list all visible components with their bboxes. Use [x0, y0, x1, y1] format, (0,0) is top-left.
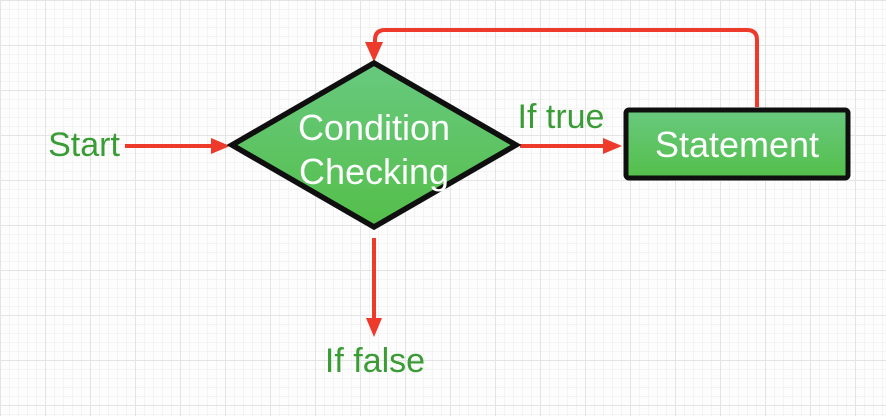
loop-back-arrowhead-icon — [365, 42, 383, 62]
condition-diamond — [226, 59, 522, 231]
condition-label-line1: Condition — [298, 107, 450, 148]
true-branch-arrowhead-icon — [603, 138, 622, 154]
statement-box — [623, 107, 851, 181]
start-arrowhead-icon — [211, 138, 230, 154]
if-false-label: If false — [325, 342, 425, 380]
loop-back-arrow — [373, 28, 759, 107]
condition-label-line2: Checking — [299, 151, 449, 192]
start-label: Start — [48, 126, 120, 164]
false-branch-arrowhead-icon — [366, 318, 382, 337]
statement-label: Statement — [655, 124, 819, 165]
if-true-label: If true — [518, 98, 605, 136]
